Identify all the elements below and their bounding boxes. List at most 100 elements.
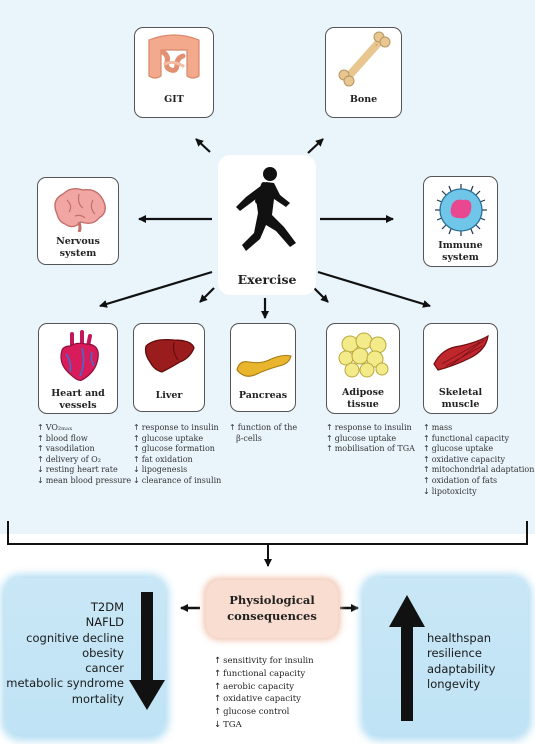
arrow-down-icon: ↓ xyxy=(423,486,430,496)
arrow-up-icon: ↑ xyxy=(423,433,430,443)
fat-cells-icon xyxy=(338,332,389,378)
effect-text: glucose uptake xyxy=(334,433,397,443)
arrow-up-icon: ↑ xyxy=(37,433,44,443)
arrow-down-icon: ↓ xyxy=(133,465,140,475)
card-muscle-label-text: Skeletal muscle xyxy=(438,387,483,410)
card-muscle: Skeletal muscle xyxy=(423,323,498,414)
effect-item: ↑response to insulin xyxy=(326,423,415,434)
effect-item: ↑functional capacity xyxy=(423,434,534,445)
card-liver: Liver xyxy=(133,323,205,412)
arrow-up-icon: ↑ xyxy=(423,423,430,432)
muscle-effects: ↑mass↑functional capacity↑glucose uptake… xyxy=(423,423,534,497)
card-nervous-label: Nervous system xyxy=(38,236,118,260)
arrow-up-icon: ↑ xyxy=(133,423,140,432)
effect-text: resting heart rate xyxy=(45,465,118,475)
arrow-up-icon: ↑ xyxy=(423,475,430,485)
outcome-item: cancer xyxy=(85,661,124,676)
arrow-down-icon: ↓ xyxy=(133,475,140,485)
arrow-up-icon: ↑ xyxy=(229,423,236,432)
outcome-item: resilience xyxy=(427,646,482,661)
effect-text: vasodilation xyxy=(45,444,95,454)
effect-text: TGA xyxy=(223,719,242,730)
effect-text: functional capacity xyxy=(431,433,509,443)
pancreas-icon xyxy=(236,354,292,377)
effect-item: ↑mobilisation of TGA xyxy=(326,444,415,455)
effect-item: ↑glucose uptake xyxy=(423,444,534,455)
effect-item: ↑glucose uptake xyxy=(326,434,415,445)
bone-icon xyxy=(338,31,391,87)
heart-icon xyxy=(60,330,99,381)
card-immune-label: Immune system xyxy=(424,240,497,264)
phys-line1: Physiological xyxy=(229,593,315,607)
card-pancreas: Pancreas xyxy=(230,323,296,412)
effect-text: function of the xyxy=(237,423,298,432)
card-liver-label: Liver xyxy=(155,390,183,401)
outcome-item: NAFLD xyxy=(85,615,124,630)
exercise-label: Exercise xyxy=(237,272,297,287)
card-adipose: Adipose tissue xyxy=(326,323,400,414)
arrow-up-icon: ↑ xyxy=(423,465,430,475)
effect-item: ↑glucose control xyxy=(214,706,314,719)
effect-item: ↓mean blood pressure xyxy=(37,476,131,487)
up-arrow-icon xyxy=(389,595,425,721)
effect-item: ↑oxidation of fats xyxy=(423,476,534,487)
effect-item: ↑oxidative capacity xyxy=(214,693,314,706)
arrow-up-icon: ↑ xyxy=(133,433,140,443)
effect-text: oxidative capacity xyxy=(223,694,301,705)
adipose-effects: ↑response to insulin↑glucose uptake↑mobi… xyxy=(326,423,415,455)
effect-text: lipogenesis xyxy=(141,465,188,475)
effect-text: lipotoxicity xyxy=(431,486,477,496)
effect-text: oxidative capacity xyxy=(431,454,505,464)
effect-text: sensitivity for insulin xyxy=(223,656,314,666)
effect-item: ↓TGA xyxy=(214,719,314,732)
immune-cell-icon xyxy=(435,184,487,236)
arrow-to-liver xyxy=(199,287,215,303)
arrow-up-icon: ↑ xyxy=(423,444,430,454)
card-adipose-label: Adipose tissue xyxy=(327,387,399,411)
arrow-up-icon: ↑ xyxy=(326,423,333,432)
effect-item: ↑sensitivity for insulin xyxy=(214,655,314,668)
arrow-up-icon: ↑ xyxy=(326,444,333,454)
outcome-item: metabolic syndrome xyxy=(6,676,124,691)
effect-text: β-cells xyxy=(236,433,262,443)
effect-text: mean blood pressure xyxy=(45,475,132,485)
arrow-up-icon: ↑ xyxy=(214,707,222,718)
card-adipose-label-text: Adipose tissue xyxy=(342,387,384,410)
arrow-to-muscle xyxy=(317,270,431,308)
card-muscle-label: Skeletal muscle xyxy=(424,387,497,411)
effect-item: ↑VO₂ₘₐₓ xyxy=(37,423,131,434)
effect-text: response to insulin xyxy=(334,423,412,432)
outcome-item: T2DM xyxy=(90,600,124,614)
arrow-up-icon: ↑ xyxy=(214,694,222,705)
effect-item: ↑glucose uptake xyxy=(133,434,221,445)
runner-icon xyxy=(236,167,296,251)
effect-text: glucose uptake xyxy=(431,444,494,454)
card-immune-label-text: Immune system xyxy=(438,240,483,263)
arrow-down-icon: ↓ xyxy=(214,719,222,730)
outcome-item: obesity xyxy=(82,645,124,660)
outcome-item: longevity xyxy=(427,676,481,691)
liver-icon xyxy=(144,339,195,373)
effect-item: ↑fat oxidation xyxy=(133,455,221,466)
arrow-up-icon: ↑ xyxy=(37,423,44,432)
card-git-label: GIT xyxy=(164,94,184,105)
effect-text: delivery of O₂ xyxy=(45,454,101,464)
arrow-up-icon: ↑ xyxy=(214,681,222,692)
effect-item: β-cells xyxy=(229,434,297,445)
arrow-up-icon: ↑ xyxy=(133,454,140,464)
liver-effects: ↑response to insulin↑glucose uptake↑gluc… xyxy=(133,423,221,487)
effect-text: blood flow xyxy=(45,433,88,443)
arrow-up-icon: ↑ xyxy=(37,454,44,464)
arrow-up-icon xyxy=(229,434,234,443)
effect-item: ↑function of the xyxy=(229,423,297,434)
effect-text: response to insulin xyxy=(141,423,219,432)
effect-text: glucose formation xyxy=(141,444,215,454)
arrow-to-git xyxy=(195,138,211,153)
arrow-up-icon: ↑ xyxy=(326,433,333,443)
card-nervous-label-text: Nervous system xyxy=(56,236,100,259)
phys-line2: consequences xyxy=(227,609,317,623)
card-immune: Immune system xyxy=(423,176,498,267)
pancreas-effects: ↑function of the β-cells xyxy=(229,423,297,444)
